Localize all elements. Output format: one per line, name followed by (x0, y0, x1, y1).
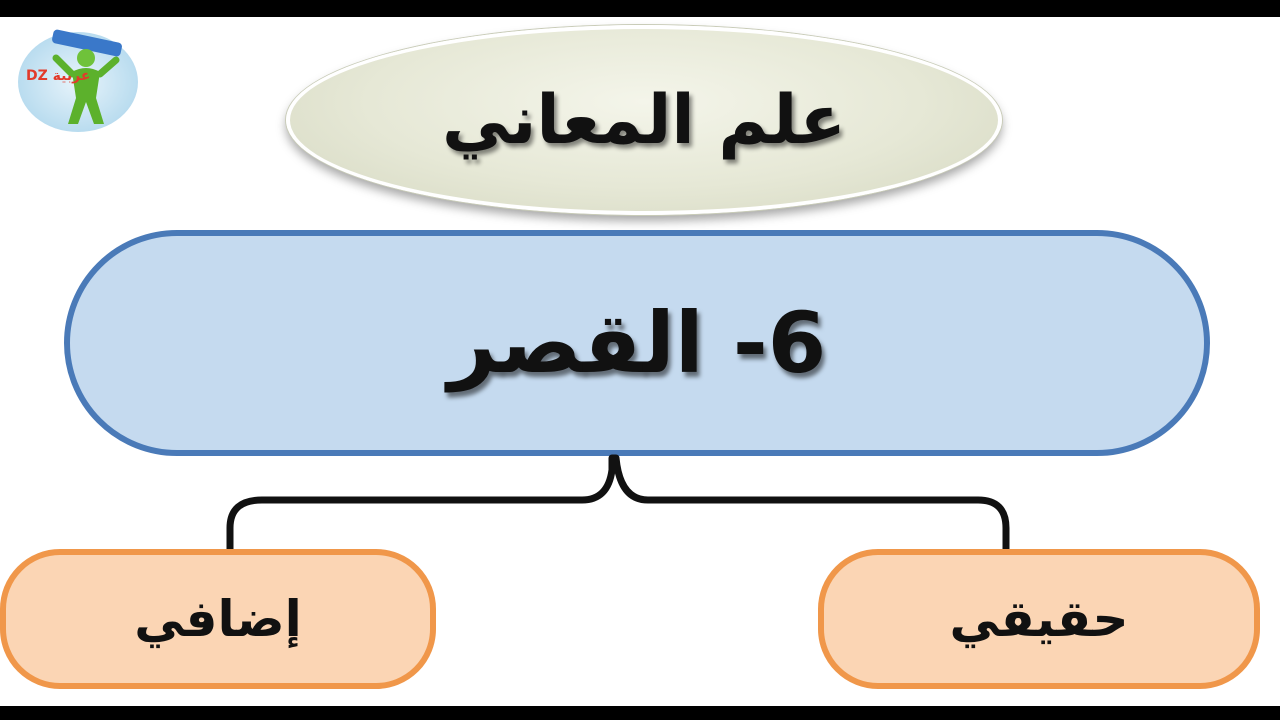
title-text: علم المعاني (442, 80, 846, 160)
main-topic-box: 6- القصر (64, 230, 1210, 456)
bottom-letterbox-bar (0, 706, 1280, 720)
main-topic-text: 6- القصر (447, 294, 827, 392)
logo: DZ عربية (12, 28, 144, 136)
branch-text-left: إضافي (134, 590, 302, 648)
branch-text-right: حقيقي (949, 590, 1129, 648)
figure-logo-icon: DZ عربية (18, 29, 138, 132)
logo-text: DZ عربية (26, 68, 90, 84)
branch-box-left: إضافي (0, 549, 436, 689)
branch-box-right: حقيقي (818, 549, 1260, 689)
top-letterbox-bar (0, 0, 1280, 17)
title-ellipse: علم المعاني (286, 25, 1002, 215)
